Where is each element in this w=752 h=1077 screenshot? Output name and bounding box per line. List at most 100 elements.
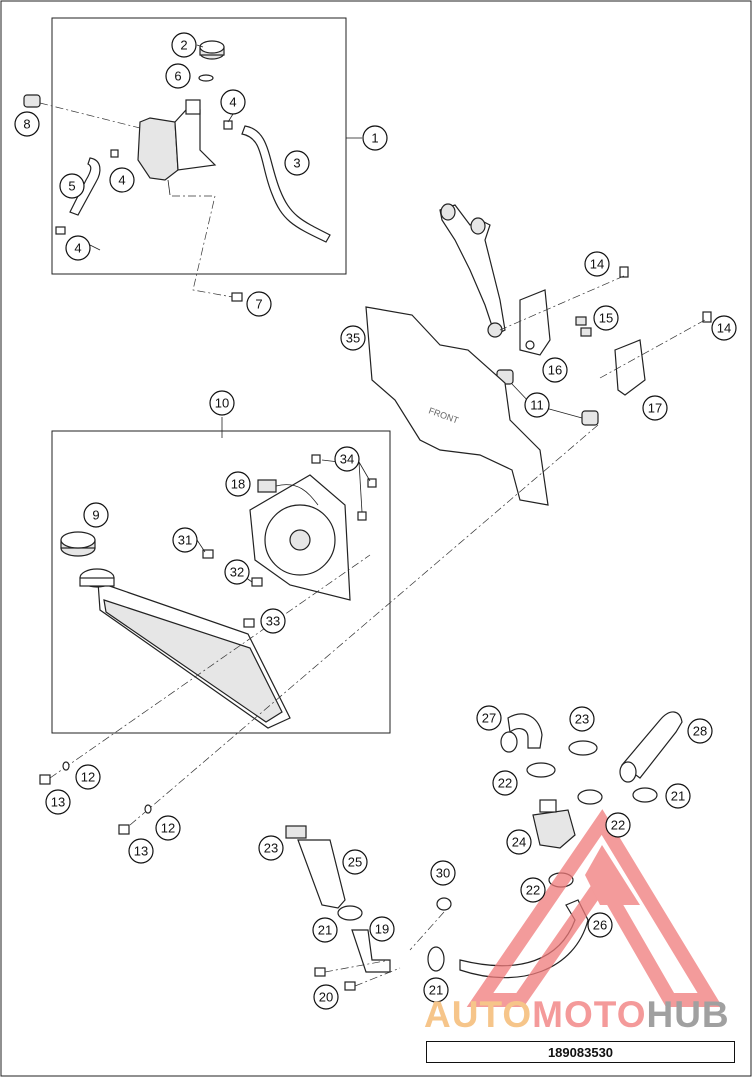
screw-14a — [619, 266, 629, 278]
callout-33: 33 — [260, 608, 286, 634]
callout-22: 22 — [605, 812, 631, 838]
svg-text:22: 22 — [611, 818, 625, 833]
svg-text:26: 26 — [593, 918, 607, 933]
svg-text:22: 22 — [526, 883, 540, 898]
dash-line-14a — [499, 275, 625, 331]
svg-text:11: 11 — [530, 398, 544, 413]
callout-13: 13 — [128, 838, 154, 864]
svg-text:31: 31 — [178, 533, 192, 548]
hose-25 — [297, 839, 346, 909]
rubber-buffer-tank — [23, 94, 41, 108]
callout-4: 4 — [65, 235, 91, 261]
svg-text:18: 18 — [231, 477, 245, 492]
svg-text:14: 14 — [717, 321, 731, 336]
fan-connector — [257, 479, 319, 506]
callout-12: 12 — [75, 764, 101, 790]
callout-28: 28 — [687, 718, 713, 744]
callout-16: 16 — [542, 357, 568, 383]
svg-text:4: 4 — [118, 173, 125, 188]
callout-19: 19 — [369, 916, 395, 942]
hose-clamp-small-1 — [223, 120, 233, 130]
callout-21: 21 — [665, 783, 691, 809]
overflow-hose — [241, 125, 331, 243]
callout-1: 1 — [362, 125, 388, 151]
svg-text:7: 7 — [255, 297, 262, 312]
callout-30: 30 — [430, 860, 456, 886]
svg-text:19: 19 — [375, 922, 389, 937]
callout-24: 24 — [506, 829, 532, 855]
screw-31 — [202, 549, 214, 559]
svg-text:2: 2 — [180, 38, 187, 53]
svg-text:28: 28 — [693, 724, 707, 739]
svg-text:9: 9 — [92, 508, 99, 523]
screw-14b — [702, 311, 712, 323]
callout-15: 15 — [593, 305, 619, 331]
tank-hose — [69, 157, 101, 216]
callout-4: 4 — [220, 89, 246, 115]
svg-text:13: 13 — [51, 795, 65, 810]
dash-line-8 — [39, 102, 141, 129]
document-number-box: 189083530 — [426, 1041, 735, 1063]
radiator-group-box — [51, 430, 391, 734]
clamp-22b — [577, 789, 603, 805]
svg-text:35: 35 — [346, 331, 360, 346]
svg-text:12: 12 — [161, 821, 175, 836]
svg-text:20: 20 — [319, 990, 333, 1005]
callout-5: 5 — [59, 173, 85, 199]
dash-line-13b — [129, 424, 599, 826]
screw-34 — [311, 454, 377, 521]
callout-13: 13 — [45, 789, 71, 815]
callout-10: 10 — [209, 390, 235, 416]
svg-text:8: 8 — [23, 117, 30, 132]
screw-13b — [118, 824, 130, 835]
svg-text:1: 1 — [371, 131, 378, 146]
callout-20: 20 — [313, 984, 339, 1010]
support-bracket-16 — [519, 289, 551, 356]
nut-15 — [575, 316, 592, 337]
screw-13a — [39, 774, 51, 785]
hose-27 — [500, 713, 543, 753]
washer-12a — [62, 761, 70, 771]
callout-22: 22 — [520, 877, 546, 903]
dash-line-20a — [324, 959, 391, 973]
callout-23: 23 — [258, 835, 284, 861]
tank-cap — [199, 40, 225, 60]
callout-21: 21 — [312, 917, 338, 943]
svg-text:27: 27 — [482, 711, 496, 726]
callout-9: 9 — [83, 502, 109, 528]
svg-text:30: 30 — [436, 866, 450, 881]
callout-2: 2 — [171, 32, 197, 58]
radiator-bracket — [439, 203, 506, 338]
callout-8: 8 — [14, 111, 40, 137]
svg-text:33: 33 — [266, 614, 280, 629]
screw-7 — [231, 292, 243, 302]
callout-4: 4 — [109, 167, 135, 193]
callout-14: 14 — [584, 251, 610, 277]
callout-11: 11 — [524, 392, 550, 418]
expansion-tank-group-box — [51, 17, 347, 275]
o-ring-30 — [436, 897, 452, 911]
support-bracket-17 — [614, 339, 646, 396]
svg-text:14: 14 — [590, 257, 604, 272]
svg-text:3: 3 — [293, 156, 300, 171]
document-number: 189083530 — [547, 1044, 614, 1060]
washer-12b — [144, 804, 152, 814]
callout-23: 23 — [569, 706, 595, 732]
dash-line-7 — [172, 195, 239, 299]
radiator — [79, 568, 291, 729]
svg-text:16: 16 — [548, 363, 562, 378]
clamp-23a — [568, 740, 598, 756]
clamp-21c — [427, 946, 445, 972]
callout-7: 7 — [246, 291, 272, 317]
callout-31: 31 — [172, 527, 198, 553]
svg-text:22: 22 — [498, 776, 512, 791]
expansion-tank — [137, 99, 217, 196]
clamp-22a — [526, 762, 556, 778]
svg-text:32: 32 — [230, 565, 244, 580]
callout-35: 35 — [340, 325, 366, 351]
hose-clamp-small-2 — [110, 149, 119, 158]
callout-25: 25 — [342, 849, 368, 875]
